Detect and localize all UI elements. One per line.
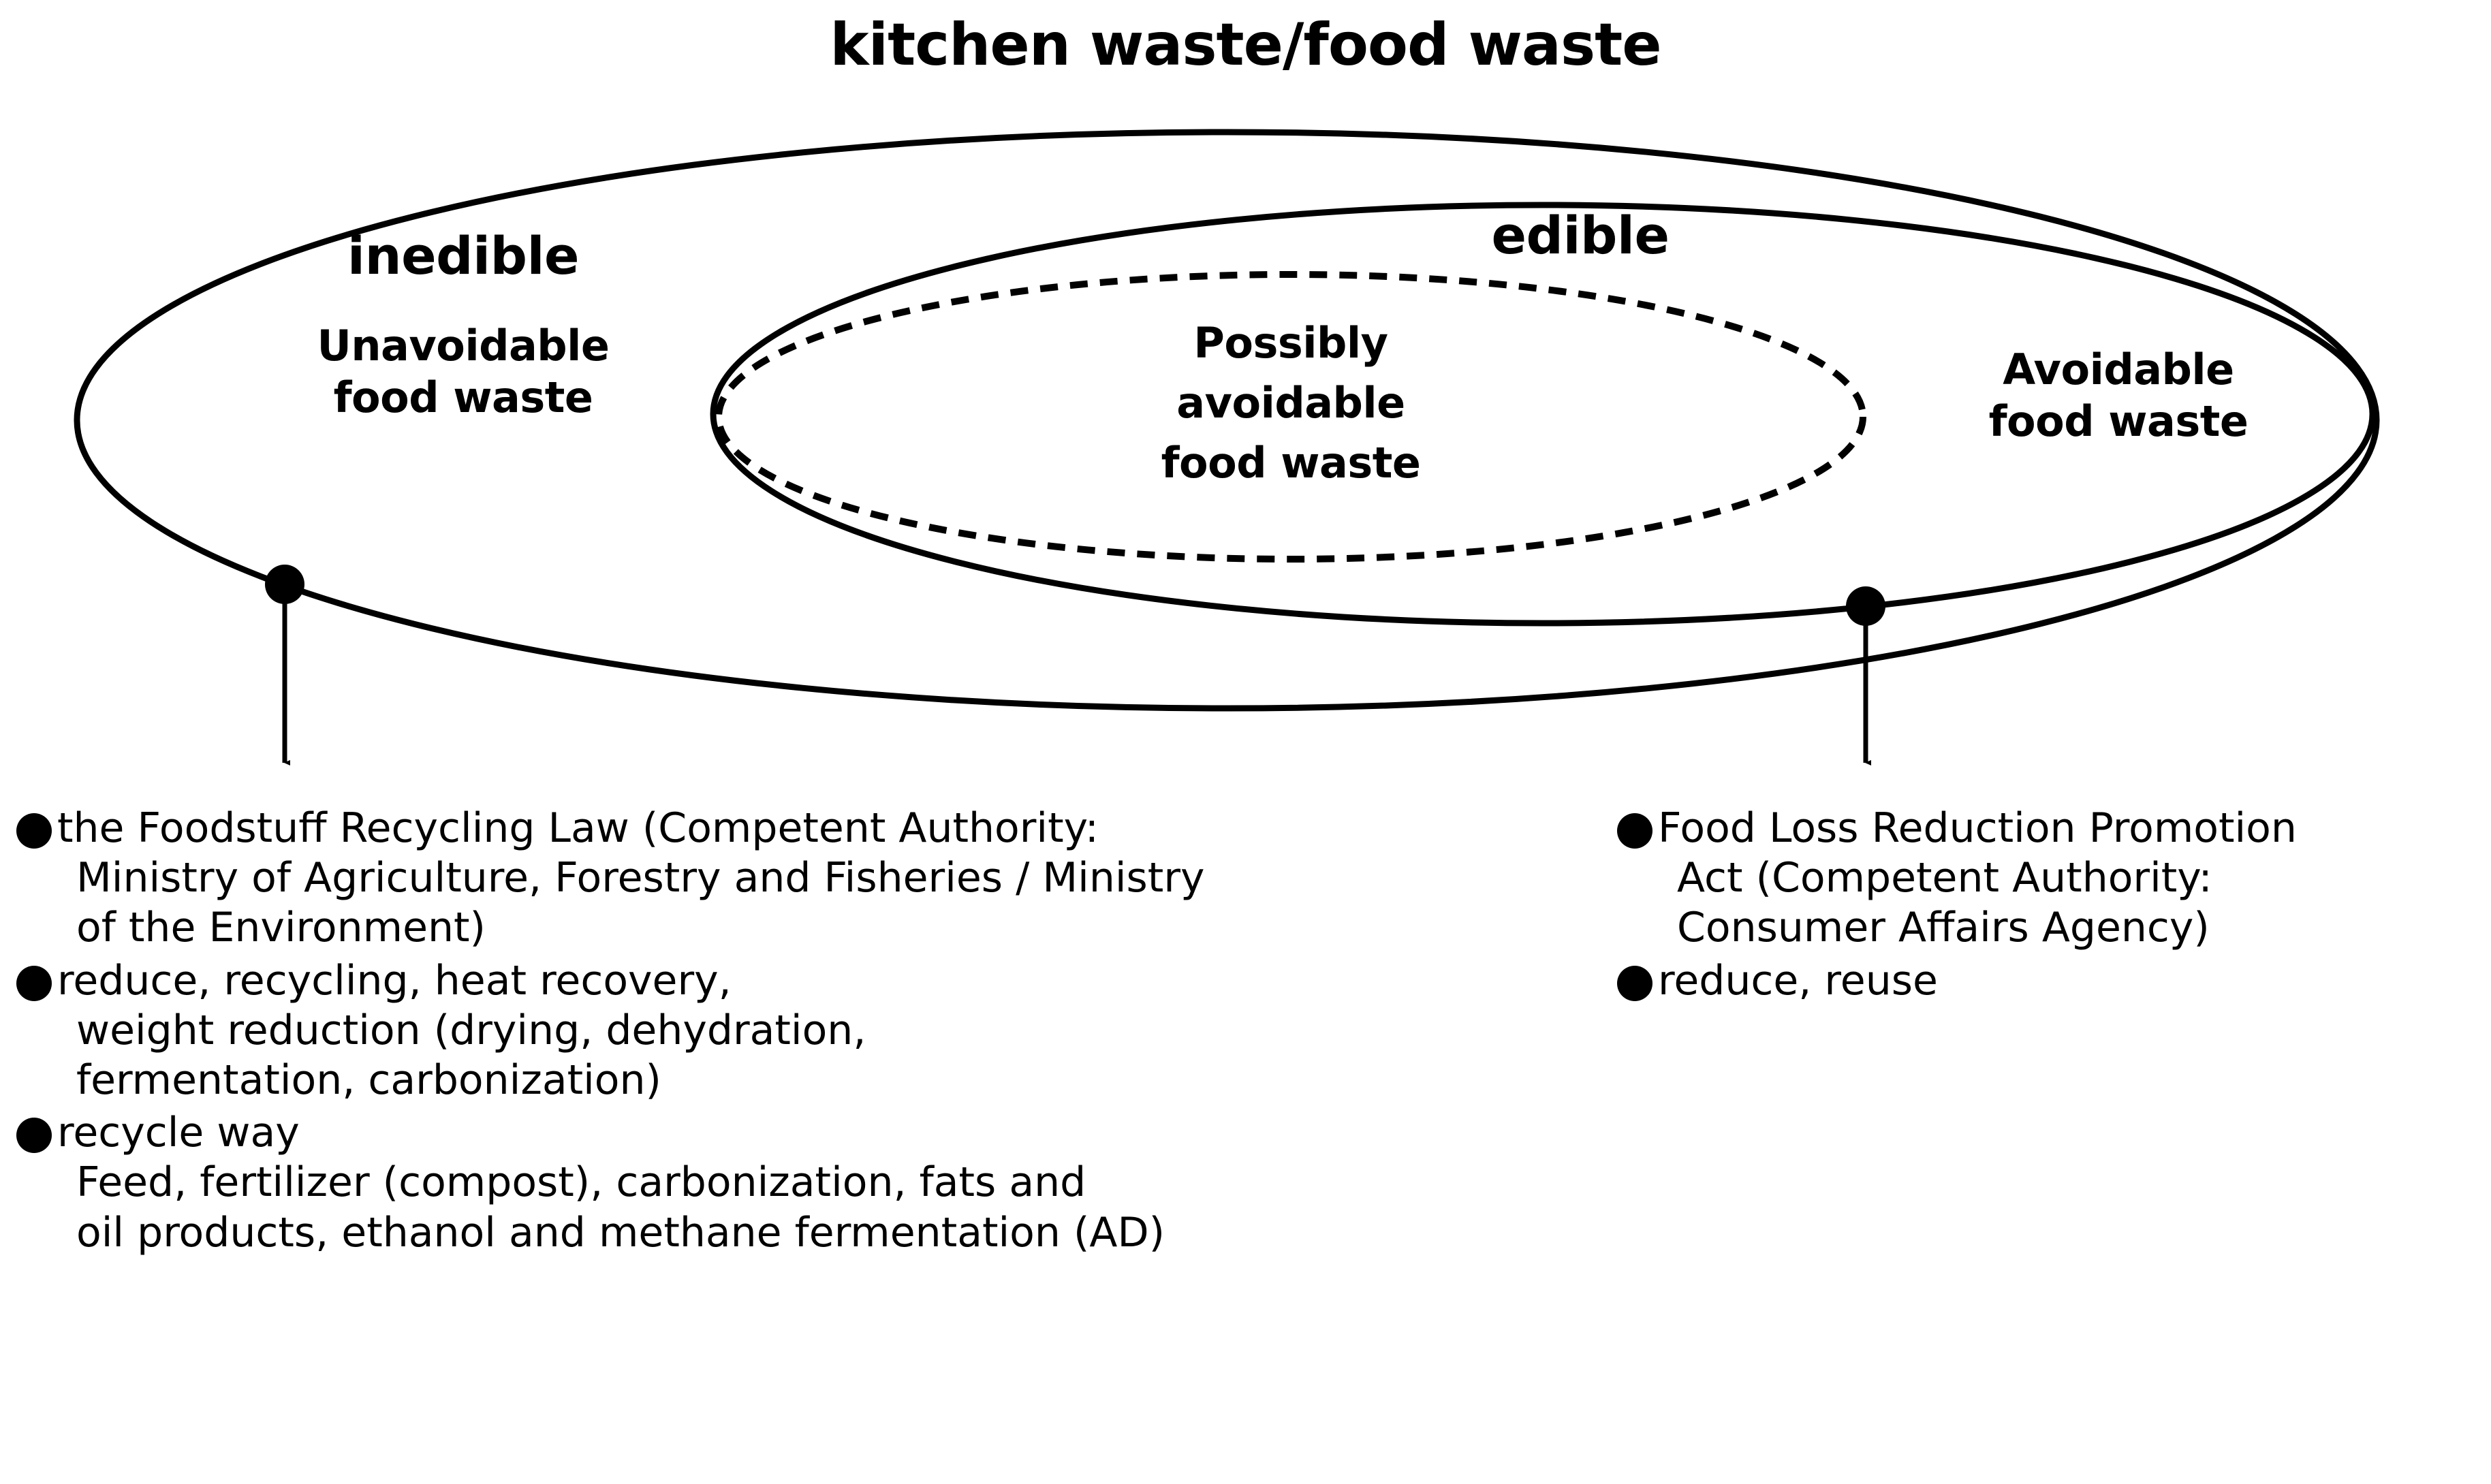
list-item-line: weight reduction (drying, dehydration, — [76, 1006, 866, 1054]
list-item-line: recycle way — [57, 1109, 300, 1157]
list-item-text: the Foodstuff Recycling Law (Competent A… — [57, 804, 1591, 953]
list-item-line: oil products, ethanol and methane fermen… — [76, 1208, 1165, 1257]
list-item-line: Ministry of Agriculture, Forestry and Fi… — [76, 854, 1205, 902]
middle-ellipse-edible — [710, 202, 2376, 627]
bullet-circle-icon — [1617, 813, 1652, 849]
region-label-possibly-avoidable-food-waste: Possibly avoidable food waste — [1161, 318, 1421, 488]
bullet-circle-icon — [16, 813, 52, 849]
region-label-edible: edible — [1491, 205, 1670, 266]
list-item-text: reduce, recycling, heat recovery,weight … — [57, 956, 1591, 1106]
list-item: reduce, recycling, heat recovery,weight … — [11, 956, 1591, 1106]
connector-node-left — [265, 565, 304, 604]
list-item-line: reduce, reuse — [1658, 956, 1938, 1005]
list-item-line: reduce, recycling, heat recovery, — [57, 956, 732, 1005]
list-item: reduce, reuse — [1612, 956, 2490, 1006]
region-label-avoidable-food-waste: Avoidable food waste — [1988, 345, 2249, 446]
region-label-unavoidable-food-waste: Unavoidable food waste — [317, 321, 610, 422]
inner-dashed-ellipse-possibly-avoidable — [715, 271, 1866, 563]
outer-ellipse-kitchen-waste — [74, 129, 2380, 712]
list-item-line: of the Environment) — [76, 904, 486, 952]
legend-column-inedible: the Foodstuff Recycling Law (Competent A… — [11, 804, 1591, 1261]
bullet-circle-icon — [16, 1118, 52, 1154]
list-item-line: Consumer Affairs Agency) — [1677, 904, 2210, 952]
list-item-line: fermentation, carbonization) — [76, 1056, 661, 1104]
list-item-text: reduce, reuse — [1658, 956, 2490, 1006]
page-title: kitchen waste/food waste — [830, 11, 1661, 79]
list-item: the Foodstuff Recycling Law (Competent A… — [11, 804, 1591, 953]
region-label-inedible: inedible — [347, 225, 580, 286]
bullet-circle-icon — [16, 965, 52, 1001]
connector-node-right — [1846, 586, 1885, 626]
list-item-line: Feed, fertilizer (compost), carbonizatio… — [76, 1158, 1086, 1207]
list-item-line: Food Loss Reduction Promotion — [1658, 804, 2297, 852]
list-item-line: Act (Competent Authority: — [1677, 854, 2212, 902]
list-item-line: the Foodstuff Recycling Law (Competent A… — [57, 804, 1099, 852]
bullet-circle-icon — [1617, 965, 1652, 1001]
venn-diagram-canvas — [74, 129, 2380, 765]
